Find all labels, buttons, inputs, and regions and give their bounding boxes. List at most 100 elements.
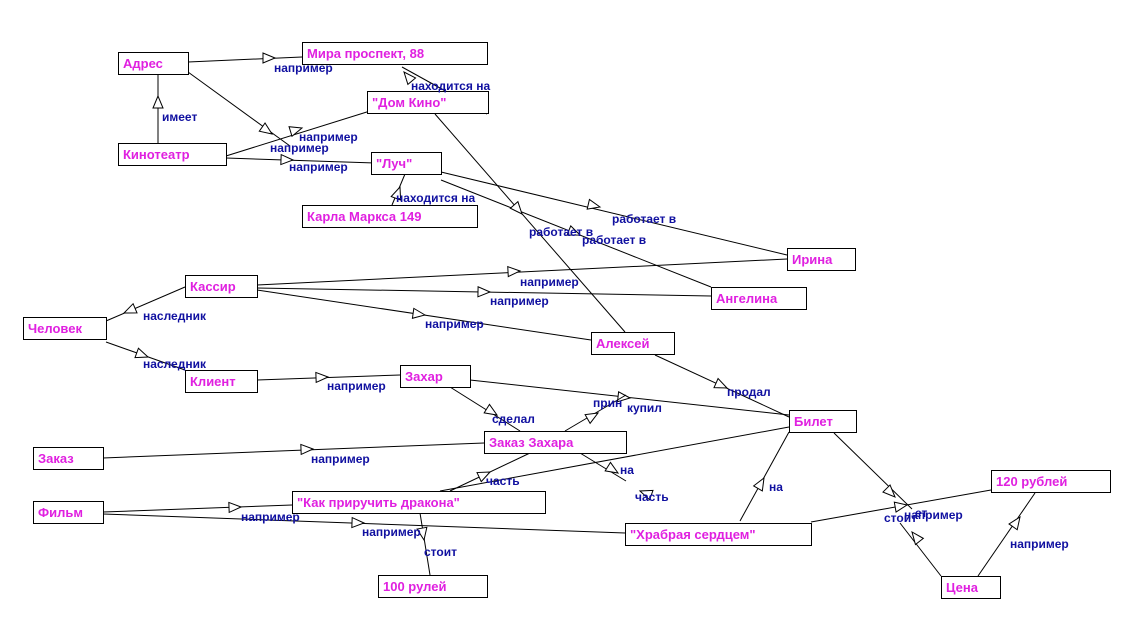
arrowhead-icon xyxy=(416,526,428,542)
arrowhead-icon xyxy=(509,200,523,215)
edge-9 xyxy=(434,113,626,333)
edge-4 xyxy=(225,110,371,157)
node-hrabraya: "Храбрая сердцем" xyxy=(625,523,812,546)
arrowhead-icon xyxy=(134,347,150,359)
edge-label: например xyxy=(904,508,963,522)
edge-label: например xyxy=(241,510,300,524)
node-label: Карла Маркса 149 xyxy=(307,209,421,224)
edge-line xyxy=(833,432,913,510)
node-film: Фильм xyxy=(33,501,104,524)
edge-label: работает в xyxy=(612,212,676,226)
node-box xyxy=(367,91,489,114)
edge-label: работает в xyxy=(582,233,646,247)
arrowhead-icon xyxy=(476,471,492,483)
edge-23 xyxy=(439,426,790,501)
node-label: Билет xyxy=(794,414,833,429)
edge-24 xyxy=(739,431,790,522)
edge-line xyxy=(434,113,626,333)
arrowhead-icon xyxy=(280,153,295,166)
edge-label: часть xyxy=(635,490,669,504)
node-box xyxy=(941,576,1001,599)
edge-label: например xyxy=(270,141,329,155)
node-label: Мира проспект, 88 xyxy=(307,46,424,61)
node-box xyxy=(378,575,488,598)
edge-label: продал xyxy=(727,385,771,399)
node-bilet: Билет xyxy=(789,410,857,433)
node-rub120: 120 рублей xyxy=(991,470,1111,493)
edge-label: часть xyxy=(486,474,520,488)
edge-13 xyxy=(105,286,186,322)
node-zakazzahara: Заказ Захара xyxy=(484,431,627,454)
edge-12 xyxy=(256,289,592,341)
node-rub100: 100 рулей xyxy=(378,575,488,598)
edge-label: стоит xyxy=(424,545,457,559)
edge-line xyxy=(225,110,371,157)
node-label: Кинотеатр xyxy=(123,147,190,162)
edge-19 xyxy=(564,394,627,432)
node-mira: Мира проспект, 88 xyxy=(302,42,488,65)
edge-label: например xyxy=(274,61,333,75)
arrowhead-icon xyxy=(584,412,600,425)
node-label: Заказ Захара xyxy=(489,435,574,450)
arrowhead-icon xyxy=(228,501,243,514)
node-zakaz: Заказ xyxy=(33,447,104,470)
node-cena: Цена xyxy=(941,576,1001,599)
edge-27 xyxy=(416,512,431,576)
edge-15 xyxy=(256,371,401,384)
node-domkino: "Дом Кино" xyxy=(367,91,489,114)
edge-5 xyxy=(225,153,376,166)
edge-line xyxy=(256,258,788,286)
node-zahar: Захар xyxy=(400,365,471,388)
arrowhead-icon xyxy=(288,126,304,138)
node-box xyxy=(484,431,627,454)
node-label: "Как приручить дракона" xyxy=(297,495,460,510)
node-label: Кассир xyxy=(190,279,236,294)
node-box xyxy=(711,287,807,310)
node-luch: "Луч" xyxy=(371,152,442,175)
node-chelovek: Человек xyxy=(23,317,107,340)
edge-line xyxy=(225,157,376,164)
node-label: "Храбрая сердцем" xyxy=(630,527,756,542)
arrowhead-icon xyxy=(351,516,366,529)
arrowhead-icon xyxy=(882,484,896,498)
node-box xyxy=(302,205,478,228)
edge-label: например xyxy=(311,452,370,466)
arrowhead-icon xyxy=(262,52,277,64)
node-karla: Карла Маркса 149 xyxy=(302,205,478,228)
edge-8 xyxy=(440,179,712,288)
node-box xyxy=(787,248,856,271)
arrowhead-icon xyxy=(1008,515,1021,531)
node-label: Алексей xyxy=(596,336,650,351)
node-label: Ирина xyxy=(792,252,833,267)
node-label: 120 рублей xyxy=(996,474,1067,489)
edge-line xyxy=(977,492,1036,577)
arrowhead-icon xyxy=(507,265,522,278)
edge-line xyxy=(105,286,186,322)
edge-line xyxy=(579,452,627,482)
node-box xyxy=(591,332,675,355)
node-box xyxy=(118,143,227,166)
edge-14 xyxy=(105,341,186,371)
node-klient: Клиент xyxy=(185,370,258,393)
node-box xyxy=(185,370,258,393)
edge-label: стоит xyxy=(884,511,917,525)
edge-label: например xyxy=(289,160,348,174)
edge-label: купил xyxy=(627,401,662,415)
edge-label: находится на xyxy=(411,79,490,93)
edge-label: ет xyxy=(915,506,928,520)
edge-label: например xyxy=(362,525,421,539)
arrowhead-icon xyxy=(586,198,602,210)
node-label: Адрес xyxy=(123,56,163,71)
edge-30 xyxy=(810,489,992,523)
edge-11 xyxy=(256,286,712,298)
edge-20 xyxy=(102,442,485,459)
node-box xyxy=(302,42,488,65)
edge-label: работает в xyxy=(529,225,593,239)
node-box xyxy=(625,523,812,546)
arrowhead-icon xyxy=(483,403,499,416)
node-label: Захар xyxy=(405,369,443,384)
edge-31 xyxy=(977,492,1036,577)
edge-29 xyxy=(899,522,942,577)
arrowhead-icon xyxy=(300,443,315,456)
edge-label: наследник xyxy=(143,309,207,323)
